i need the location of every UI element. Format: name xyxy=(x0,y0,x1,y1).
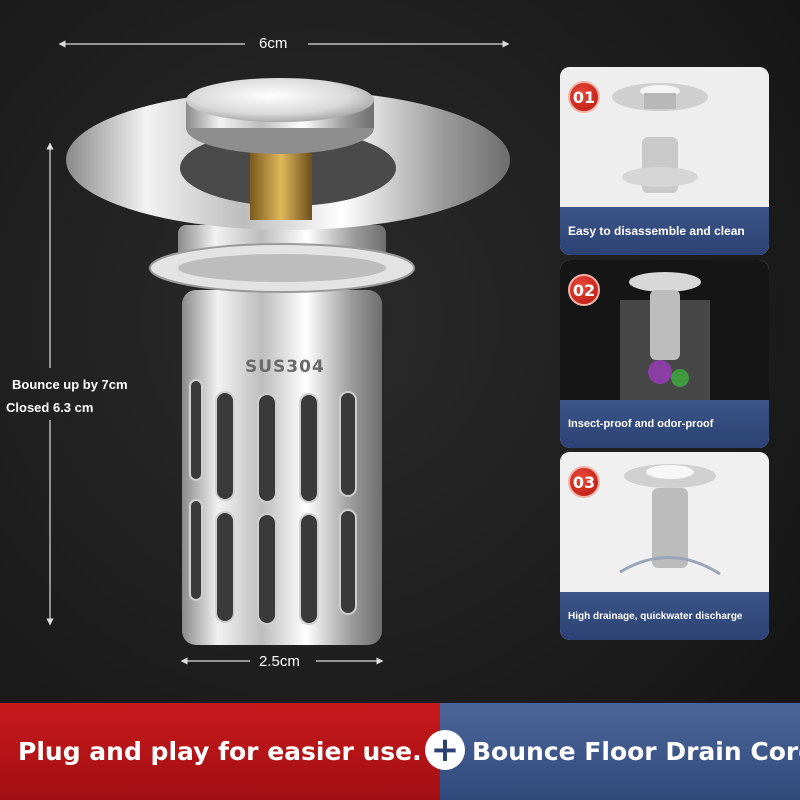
feature-caption: High drainage, quickwater discharge xyxy=(560,592,769,640)
feature-card-1: 01 Easy to disassemble and clean xyxy=(560,67,769,255)
banner-right-text: Bounce Floor Drain Core xyxy=(472,737,800,766)
feature-caption: Easy to disassemble and clean xyxy=(560,207,769,255)
banner-left-text: Plug and play for easier use. xyxy=(18,737,422,766)
sus304-stamp: SUS304 xyxy=(245,357,325,377)
feature-card-3: 03 High drainage, quickwater discharge xyxy=(560,452,769,640)
feature-caption: Insect-proof and odor-proof xyxy=(560,400,769,448)
banner-left: Plug and play for easier use. xyxy=(0,703,440,800)
top-width-label: 6cm xyxy=(259,35,288,52)
drain-core-image xyxy=(66,78,510,645)
plus-icon: + xyxy=(425,730,465,770)
feature-number-badge: 03 xyxy=(568,466,600,498)
feature-number-badge: 01 xyxy=(568,81,600,113)
brass-stem xyxy=(250,150,312,220)
banner-right: Bounce Floor Drain Core xyxy=(440,703,800,800)
feature-number-badge: 02 xyxy=(568,274,600,306)
pop-up-cap xyxy=(186,78,374,122)
bounce-note: Bounce up by 7cm xyxy=(12,377,128,392)
bottom-width-label: 2.5cm xyxy=(259,653,300,670)
feature-card-2: 02 Insect-proof and odor-proof xyxy=(560,260,769,448)
basket-slots xyxy=(189,379,357,625)
closed-note: Closed 6.3 cm xyxy=(6,400,94,415)
